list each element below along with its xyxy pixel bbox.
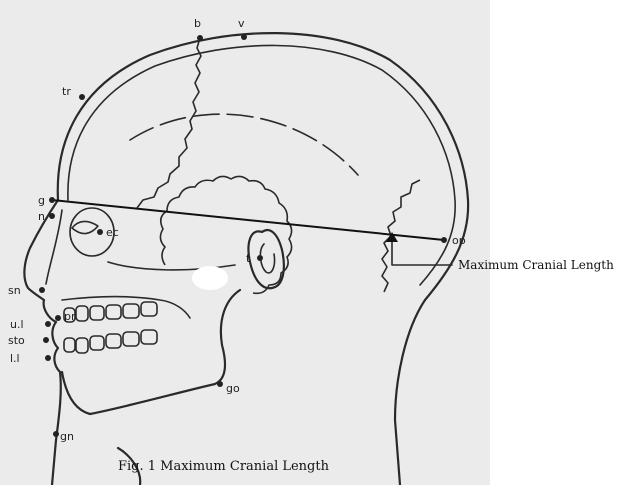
landmark-dot-go bbox=[217, 381, 223, 387]
label-tr: tr bbox=[62, 85, 71, 98]
landmark-dot-sn bbox=[39, 287, 45, 293]
callout-label: Maximum Cranial Length bbox=[458, 258, 614, 272]
label-sn: sn bbox=[8, 284, 21, 297]
landmark-dot-ec bbox=[97, 229, 103, 235]
landmark-dot-pr bbox=[55, 315, 61, 321]
label-op: op bbox=[452, 234, 466, 247]
label-pr: pr bbox=[64, 310, 76, 323]
label-gn: gn bbox=[60, 430, 74, 443]
label-ul: u.l bbox=[10, 318, 24, 331]
label-n: n bbox=[38, 210, 45, 223]
landmark-dot-ul bbox=[45, 321, 51, 327]
label-sto: sto bbox=[8, 334, 25, 347]
landmark-dot-v bbox=[241, 34, 247, 40]
landmark-dot-tr bbox=[79, 94, 85, 100]
scan-background bbox=[0, 0, 490, 485]
label-ll: l.l bbox=[10, 352, 20, 365]
label-ec: ec bbox=[106, 226, 119, 239]
label-b: b bbox=[194, 17, 201, 30]
label-g: g bbox=[38, 194, 45, 207]
landmark-dot-n bbox=[49, 213, 55, 219]
label-v: v bbox=[238, 17, 245, 30]
landmark-dot-g bbox=[49, 197, 55, 203]
landmark-dot-op bbox=[441, 237, 447, 243]
landmark-dot-gn bbox=[53, 431, 59, 437]
label-go: go bbox=[226, 382, 240, 395]
figure-caption: Fig. 1 Maximum Cranial Length bbox=[118, 459, 330, 474]
landmark-dot-t bbox=[257, 255, 263, 261]
landmark-dot-b bbox=[197, 35, 203, 41]
scan-artifact bbox=[192, 266, 228, 290]
label-t: t bbox=[246, 252, 251, 265]
landmark-dot-ll bbox=[45, 355, 51, 361]
landmark-dot-sto bbox=[43, 337, 49, 343]
